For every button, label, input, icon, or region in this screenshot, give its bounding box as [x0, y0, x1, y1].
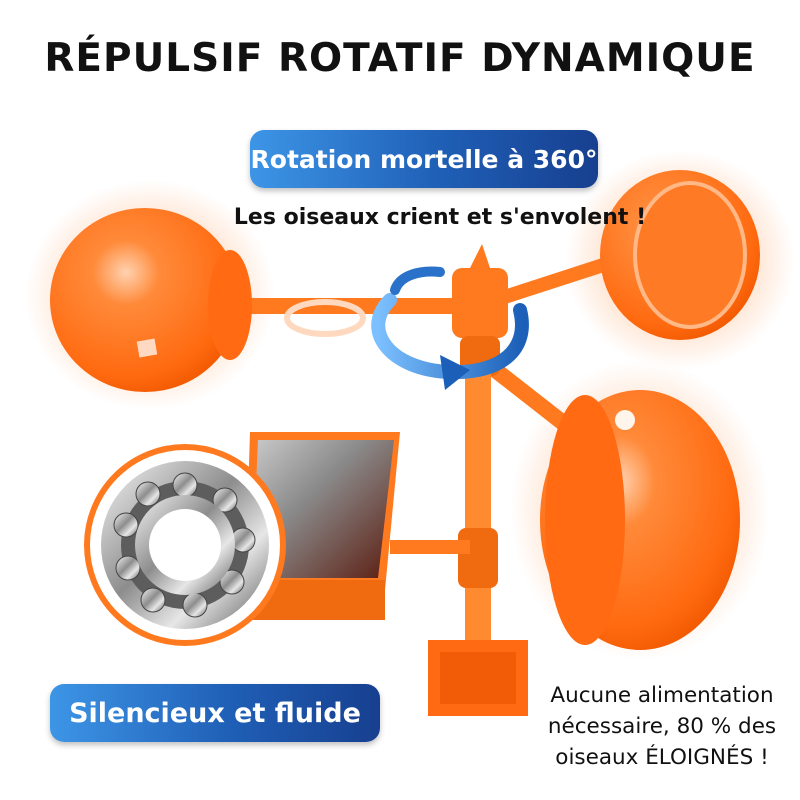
power-note-line-3: oiseaux ÉLOIGNÉS !: [555, 745, 769, 770]
ball-bearing: [84, 444, 286, 646]
subtitle: Les oiseaux crient et s'envolent !: [233, 205, 647, 230]
rotation-badge: Rotation mortelle à 360°: [250, 130, 598, 188]
silent-badge: Silencieux et fluide: [50, 684, 380, 742]
power-note-line-2: nécessaire, 80 % des: [547, 714, 777, 739]
power-note-line-1: Aucune alimentation: [550, 683, 774, 708]
pole-and-hub: [390, 244, 528, 716]
power-note: Aucune alimentation nécessaire, 80 % des…: [534, 680, 790, 773]
page-title: RÉPULSIF ROTATIF DYNAMIQUE: [44, 36, 756, 81]
right-cup: [600, 170, 760, 340]
rotation-arrow-icon: [371, 266, 529, 390]
bottom-cup: [540, 390, 740, 650]
left-cup: [50, 208, 252, 392]
silent-badge-label: Silencieux et fluide: [69, 697, 361, 729]
rotation-badge-label: Rotation mortelle à 360°: [250, 144, 598, 174]
